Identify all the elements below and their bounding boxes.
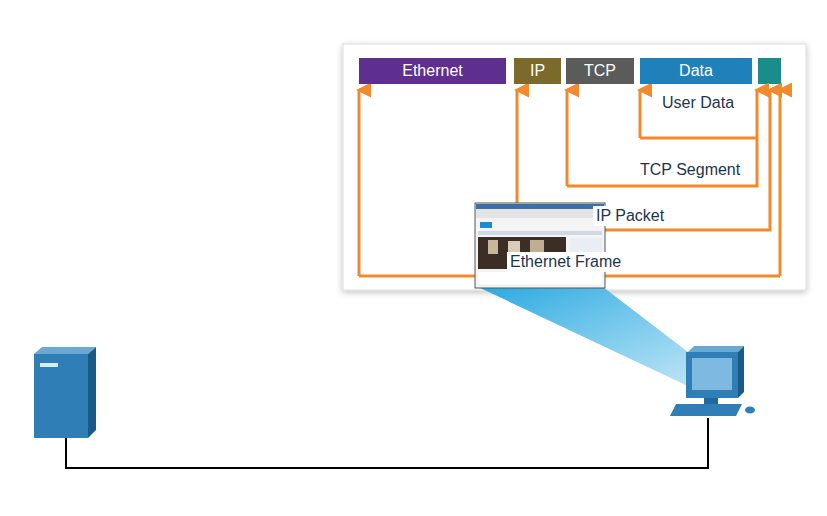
monitor-stand bbox=[704, 398, 718, 404]
pdu-label: User Data bbox=[659, 93, 737, 113]
monitor-screen bbox=[692, 358, 732, 390]
toolbar bbox=[476, 209, 604, 218]
header-segment: Ethernet bbox=[359, 58, 506, 84]
segment-label: TCP bbox=[584, 62, 616, 80]
bracket-arrow bbox=[567, 90, 757, 186]
encapsulation-panel bbox=[343, 44, 806, 290]
server-side bbox=[88, 347, 96, 438]
keyboard bbox=[670, 404, 742, 416]
pdu-label: IP Packet bbox=[593, 206, 667, 226]
trailer-segment bbox=[758, 58, 781, 84]
title-bar bbox=[476, 204, 604, 209]
network-cable bbox=[66, 418, 708, 468]
photo-detail bbox=[488, 240, 498, 254]
pdu-label: Ethernet Frame bbox=[507, 252, 624, 272]
bracket-arrow bbox=[639, 90, 642, 138]
header-segment: IP bbox=[514, 58, 561, 84]
logo bbox=[480, 222, 492, 228]
segment-label: IP bbox=[530, 62, 545, 80]
server-drive bbox=[40, 363, 58, 367]
bracket-arrow bbox=[779, 90, 782, 276]
mouse bbox=[745, 407, 755, 414]
monitor-top bbox=[688, 346, 744, 352]
window-frame bbox=[475, 203, 605, 288]
menu-bar bbox=[478, 231, 602, 235]
bracket-arrow bbox=[566, 90, 569, 186]
monitor-side bbox=[738, 346, 744, 398]
pdu-label: TCP Segment bbox=[637, 160, 743, 180]
segment-label: Ethernet bbox=[402, 62, 462, 80]
browser-screenshot bbox=[475, 203, 605, 288]
pc-icon bbox=[670, 346, 755, 416]
projection-beam bbox=[478, 287, 722, 388]
server-front bbox=[34, 354, 88, 438]
header-segment: TCP bbox=[566, 58, 634, 84]
monitor bbox=[686, 352, 738, 398]
segment-label: Data bbox=[679, 62, 713, 80]
server-icon bbox=[34, 347, 96, 438]
page-body bbox=[478, 272, 602, 284]
header-segment: Data bbox=[640, 58, 752, 84]
bracket-line bbox=[640, 137, 757, 140]
bracket-arrow bbox=[358, 90, 361, 276]
server-top bbox=[34, 347, 96, 354]
